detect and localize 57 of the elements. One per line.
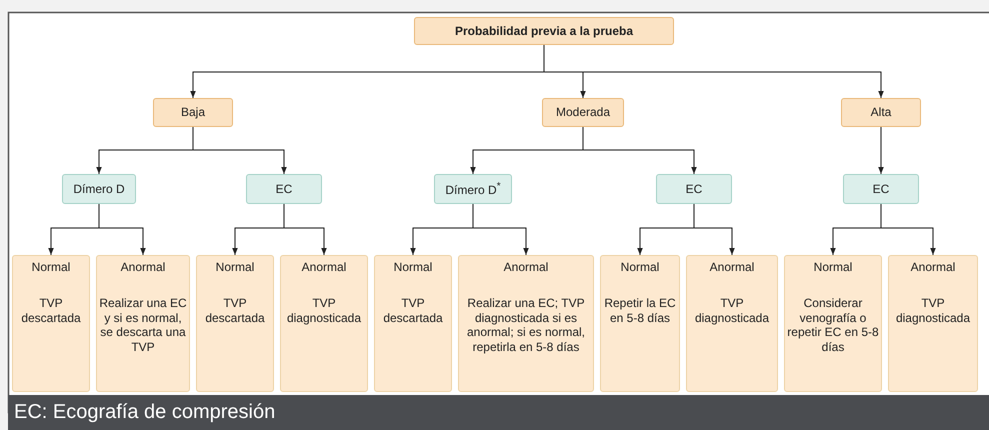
level-box xyxy=(542,98,624,127)
result-box xyxy=(458,255,594,392)
level-box xyxy=(841,98,921,127)
test-box xyxy=(434,174,512,204)
result-heading: Anormal xyxy=(910,260,956,274)
result-box xyxy=(686,255,778,392)
test-box xyxy=(843,174,919,204)
caption-bar: EC: Ecografía de compresión xyxy=(8,395,989,430)
node-label: EC xyxy=(686,182,702,196)
node-label: EC xyxy=(276,182,292,196)
result-text: Realizar una EC; TVP diagnosticada si es anormal; si es normal, repetirla en 5-8 días xyxy=(466,296,586,354)
result-heading: Normal xyxy=(216,260,254,274)
arrow xyxy=(880,204,936,256)
test-box xyxy=(62,174,136,204)
node-label: Probabilidad previa a la prueba xyxy=(454,24,634,38)
result-text: Considerar venografía o repetir EC en 5-8 días xyxy=(787,296,879,354)
result-heading: Normal xyxy=(620,260,660,274)
node-label: Alta xyxy=(870,105,892,120)
result-box xyxy=(12,255,90,392)
node-label: Baja xyxy=(180,105,206,120)
result-box xyxy=(96,255,190,392)
result-text: Realizar una EC y si es normal, se descarta una TVP xyxy=(99,296,187,354)
arrow xyxy=(472,204,529,256)
arrow xyxy=(694,204,735,256)
result-text: Repetir la EC en 5-8 días xyxy=(603,296,677,326)
node-label: Dímero D xyxy=(73,182,125,196)
result-heading: Anormal xyxy=(120,260,166,274)
test-box xyxy=(246,174,322,204)
arrow xyxy=(284,204,327,256)
result-heading: Anormal xyxy=(302,260,346,274)
arrow xyxy=(878,126,884,174)
arrow xyxy=(192,126,287,174)
result-text: TVP diagnosticada xyxy=(286,296,362,326)
node-label: EC xyxy=(872,182,890,196)
arrow xyxy=(582,126,697,174)
level-box xyxy=(153,98,233,127)
result-text: TVP descartada xyxy=(204,296,266,326)
result-heading: Anormal xyxy=(504,260,548,274)
result-text: TVP diagnosticada xyxy=(694,296,770,326)
level-box xyxy=(414,17,674,45)
result-heading: Normal xyxy=(814,260,852,274)
node-label: Moderada xyxy=(556,105,610,120)
result-heading: Normal xyxy=(394,260,432,274)
result-text: TVP descartada xyxy=(20,296,82,326)
result-box xyxy=(600,255,680,392)
result-text: TVP diagnosticada xyxy=(894,296,972,326)
test-box xyxy=(656,174,732,204)
result-text: TVP descartada xyxy=(382,296,444,326)
result-heading: Normal xyxy=(32,260,70,274)
result-box xyxy=(196,255,274,392)
node-label: Dímero D$^{*}$ xyxy=(445,180,501,198)
result-box xyxy=(280,255,368,392)
arrow xyxy=(98,204,146,256)
result-box xyxy=(784,255,882,392)
result-box xyxy=(374,255,452,392)
result-box xyxy=(888,255,978,392)
result-heading: Anormal xyxy=(710,260,754,274)
